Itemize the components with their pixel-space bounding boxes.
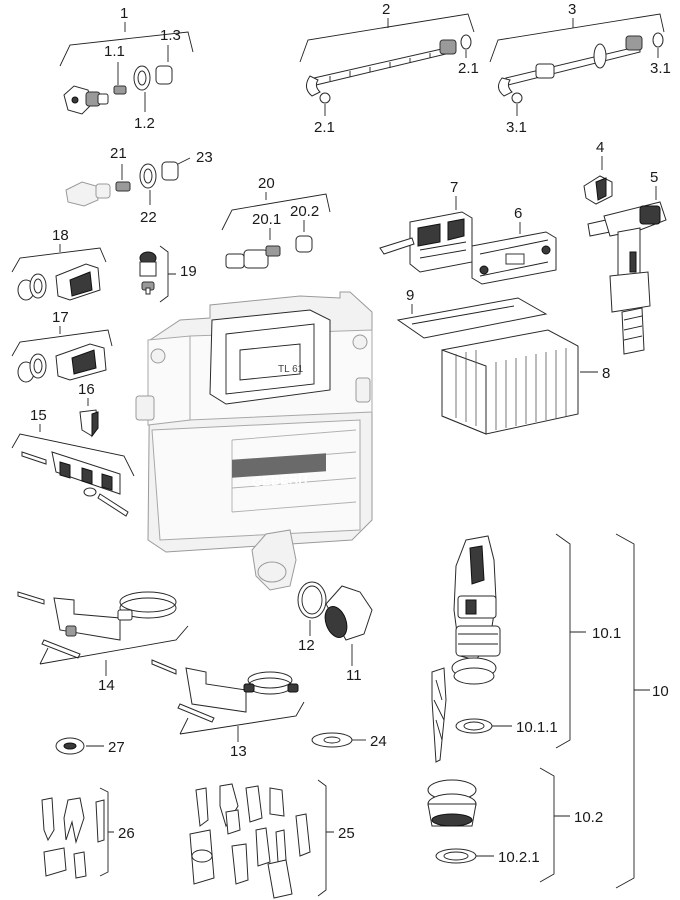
label-2-1b: 2.1 [314, 119, 335, 136]
label-10-1-1: 10.1.1 [516, 719, 558, 736]
label-16: 16 [78, 381, 95, 398]
part-group-26: 26 [41, 787, 135, 879]
label-3: 3 [568, 1, 576, 18]
seal-ring-12 [297, 581, 327, 619]
label-1: 1 [120, 5, 128, 22]
label-23: 23 [196, 149, 213, 166]
part-group-16: 16 [78, 381, 99, 438]
cistern-valve-housing [209, 309, 331, 405]
label-27: 27 [108, 739, 125, 756]
label-7: 7 [450, 179, 458, 196]
protective-cap-11 [325, 585, 373, 641]
part-group-14: 14 [17, 591, 189, 694]
part-group-1: 1 1.1 1.3 1.2 [59, 5, 194, 132]
part-group-17: 17 [11, 309, 113, 383]
label-21: 21 [110, 145, 127, 162]
label-2-1a: 2.1 [458, 60, 479, 77]
leaders-1-sub [117, 45, 169, 112]
part-group-8: 8 [441, 329, 610, 435]
hose-nut [439, 39, 457, 55]
leader-2 [299, 13, 475, 63]
hose-3-part [505, 45, 641, 86]
label-17: 17 [52, 309, 69, 326]
label-2: 2 [382, 1, 390, 18]
leader-3 [489, 13, 665, 63]
cistern-ghost: TL 61 GEBERIT [135, 291, 373, 591]
label-19: 19 [180, 263, 197, 280]
hose-3-valve [535, 63, 555, 79]
label-3-1a: 3.1 [650, 60, 671, 77]
part-group-13: 13 [151, 659, 305, 760]
label-25: 25 [338, 825, 355, 842]
part-group-6: 6 [471, 205, 557, 285]
part-group-9: 9 [396, 287, 548, 339]
label-10: 10 [652, 683, 669, 700]
label-20: 20 [258, 175, 275, 192]
cistern-logo-bg [232, 453, 326, 478]
label-22: 22 [140, 209, 157, 226]
part-group-25: 25 [189, 779, 355, 899]
seal-ring-3-1a [652, 32, 664, 48]
seal-ring-2-1a [460, 34, 472, 50]
part-group-2: 2 2.1 2.1 [299, 1, 479, 136]
label-10-1: 10.1 [592, 625, 621, 642]
label-24: 24 [370, 733, 387, 750]
part-group-18: 18 [11, 227, 107, 301]
label-4: 4 [596, 139, 604, 156]
label-5: 5 [650, 169, 658, 186]
seal-ring-3-1b [511, 92, 523, 104]
hose-part [313, 47, 447, 86]
label-11: 11 [346, 667, 362, 684]
part-group-11-12: 12 11 [297, 581, 373, 684]
cap-part [155, 65, 173, 85]
part-group-24: 24 [311, 732, 387, 750]
seal-ring-2-1b [319, 92, 331, 104]
hose-3-nut [593, 43, 607, 69]
part-group-15: 15 [11, 407, 135, 517]
leader-1 [59, 22, 194, 67]
label-20-1: 20.1 [252, 211, 281, 228]
label-6: 6 [514, 205, 522, 222]
label-3-1b: 3.1 [506, 119, 527, 136]
part-group-10-flush-valve: 10.1 10.1.1 10.2 10.2.1 10 [427, 533, 669, 889]
part-group-5-fill-valve: 5 [587, 169, 667, 355]
label-10-2-1: 10.2.1 [498, 849, 540, 866]
part-group-19: 19 [139, 245, 197, 303]
cistern-logo: GEBERIT [252, 470, 310, 489]
label-20-2: 20.2 [290, 203, 319, 220]
part-group-7: 7 [379, 179, 473, 273]
label-13: 13 [230, 743, 247, 760]
label-1-3: 1.3 [160, 27, 181, 44]
label-18: 18 [52, 227, 69, 244]
label-8: 8 [602, 365, 610, 382]
valve-housing-text: TL 61 [278, 364, 304, 375]
label-14: 14 [98, 677, 115, 694]
label-10-2: 10.2 [574, 809, 603, 826]
label-9: 9 [406, 287, 414, 304]
angle-valve-part [63, 85, 109, 115]
part-group-3: 3 3.1 3.1 [489, 1, 671, 136]
label-12: 12 [298, 637, 315, 654]
ghost-valve-part [65, 181, 99, 207]
part-group-27: 27 [55, 737, 125, 756]
hose-elbow [306, 75, 321, 97]
part-group-20: 20 20.1 20.2 [221, 175, 331, 269]
part-group-4: 4 [583, 139, 613, 205]
part-group-21-23: 21 23 22 [65, 145, 213, 226]
label-1-1: 1.1 [104, 43, 125, 60]
label-1-2: 1.2 [134, 115, 155, 132]
nipple-part [113, 85, 127, 95]
label-26: 26 [118, 825, 135, 842]
label-15: 15 [30, 407, 47, 424]
